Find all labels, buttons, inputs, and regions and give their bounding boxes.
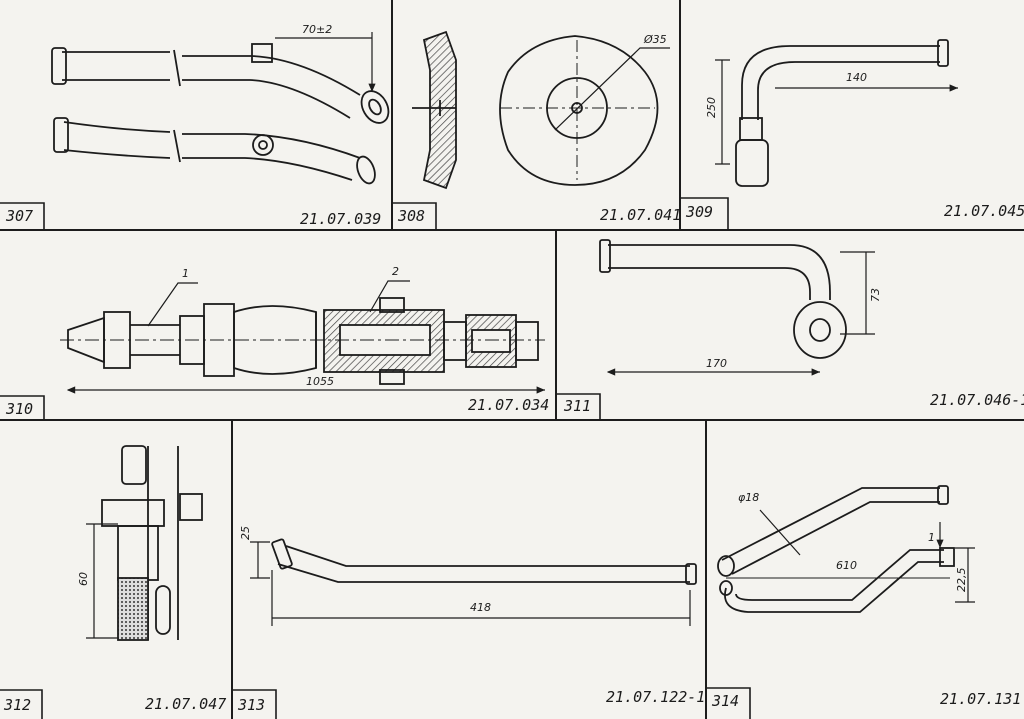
- panel-314-number: 314: [712, 692, 740, 710]
- panel-307-number: 307: [6, 207, 34, 225]
- panel-312-code: 21.07.047: [145, 695, 227, 713]
- panel-309-number: 309: [686, 203, 714, 221]
- panel-313-number: 313: [238, 696, 266, 714]
- panel-311-dim-2: 170: [706, 357, 727, 370]
- panel-314-dim-1: φ18: [738, 491, 760, 504]
- panel-314-dim-3: 1: [928, 531, 935, 544]
- panel-313-dim-1: 25: [239, 526, 252, 540]
- panel-313-dim-2: 418: [470, 601, 491, 614]
- panel-309-dim-1: 250: [705, 97, 718, 118]
- part-311-drawing: [599, 239, 875, 376]
- number-boxes: [0, 197, 751, 719]
- part-312-drawing: [86, 445, 203, 641]
- part-308-drawing: [412, 30, 670, 190]
- panel-314-dim-2: 610: [836, 559, 857, 572]
- panel-312-number: 312: [4, 696, 32, 714]
- panel-308-number: 308: [398, 207, 426, 225]
- panel-312-dim-1: 60: [77, 572, 90, 586]
- panel-313-code: 21.07.122-1: [606, 688, 706, 706]
- panel-307-dim-1: 70±2: [302, 23, 333, 36]
- panel-308-dim-1: Ø35: [644, 33, 667, 46]
- panel-310-dim-1: 1055: [306, 375, 334, 388]
- panel-309-dim-2: 140: [846, 71, 867, 84]
- panel-310-number: 310: [6, 400, 34, 418]
- panel-310-code: 21.07.034: [468, 396, 550, 414]
- part-314-drawing: [717, 485, 975, 613]
- part-309-drawing: [715, 39, 958, 187]
- panel-314-dim-4: 22,5: [955, 567, 968, 593]
- panel-311-dim-1: 73: [869, 288, 882, 302]
- part-310-drawing: [60, 280, 545, 394]
- panel-311-code: 21.07.046-1: [930, 391, 1024, 409]
- panel-308-code: 21.07.041: [600, 206, 682, 224]
- panel-314-code: 21.07.131: [940, 690, 1022, 708]
- panel-309-code: 21.07.045: [944, 202, 1024, 220]
- part-313-drawing: [250, 538, 697, 626]
- panel-310-callout-1: 1: [182, 267, 189, 280]
- panel-307-code: 21.07.039: [300, 210, 382, 228]
- panel-310-callout-2: 2: [392, 265, 399, 278]
- panel-311-number: 311: [564, 397, 592, 415]
- part-307-drawing: [51, 32, 390, 185]
